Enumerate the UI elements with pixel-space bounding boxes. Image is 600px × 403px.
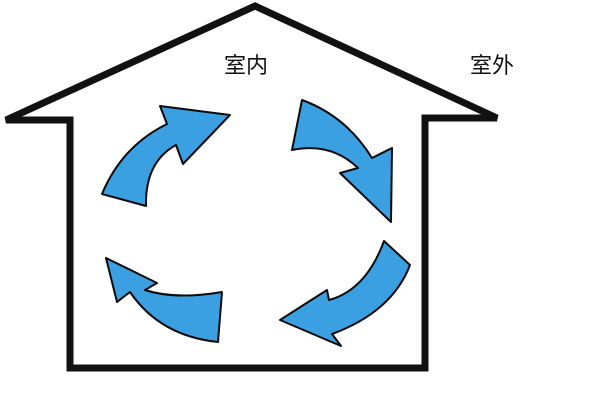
circulation-arrow-top-right — [291, 99, 393, 223]
circulation-arrow-bottom-left — [105, 257, 223, 343]
house-outline — [4, 2, 499, 372]
circulation-arrow-bottom-right — [279, 240, 411, 347]
indoor-label: 室内 — [224, 54, 268, 79]
outdoor-label: 室外 — [470, 54, 514, 79]
circulation-arrow-top-left — [101, 105, 231, 207]
